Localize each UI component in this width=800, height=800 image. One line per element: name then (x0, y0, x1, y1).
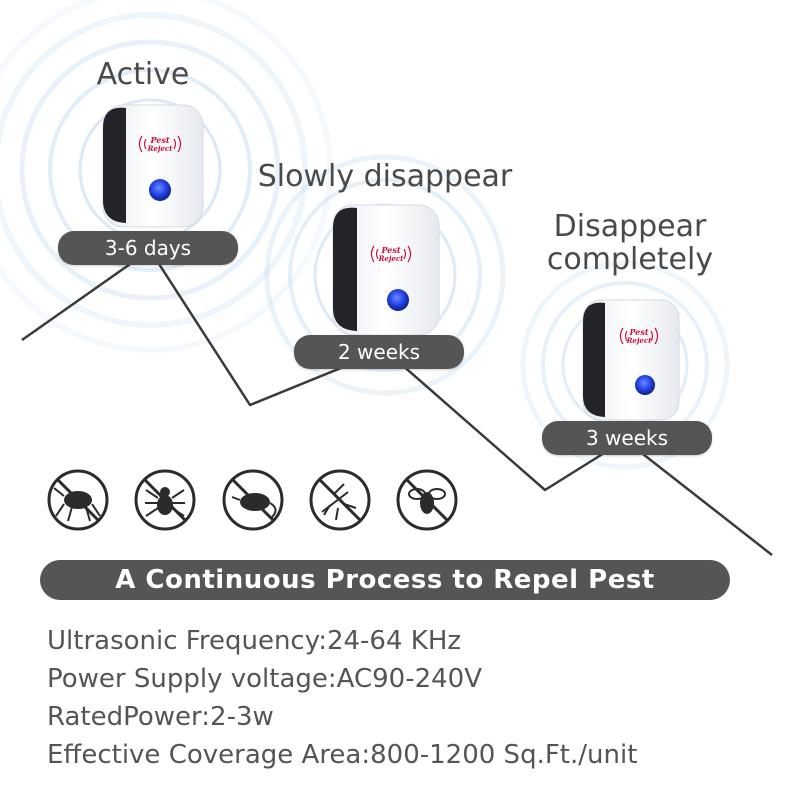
stage-2-title: Slowly disappear (257, 159, 513, 194)
svg-text:Reject: Reject (626, 336, 653, 345)
spec-voltage: Power Supply voltage:AC90-240V (47, 664, 483, 694)
process-banner: A Continuous Process to Repel Pest (40, 560, 730, 600)
device-stage-1: Pest Reject (102, 104, 204, 228)
stage-3-title-line-2: completely (546, 242, 714, 277)
duration-pill-stage-1: 3-6 days (58, 231, 238, 265)
fly-icon (396, 469, 458, 531)
spec-coverage: Effective Coverage Area:800-1200 Sq.Ft./… (47, 740, 638, 770)
svg-text:Pest: Pest (628, 327, 648, 337)
flea-icon (47, 469, 109, 531)
svg-text:Pest: Pest (149, 135, 169, 145)
sound-waves-stage-1 (0, 0, 333, 353)
stage-3-title: Disappear completely (530, 210, 730, 276)
duration-pill-stage-3: 3 weeks (542, 421, 712, 455)
spec-list: Ultrasonic Frequency:24-64 KHz Power Sup… (47, 622, 637, 774)
spider-icon (134, 469, 196, 531)
device-stage-3: Pest Reject (582, 299, 680, 421)
stage-1-title: Active (96, 57, 190, 92)
svg-text:Reject: Reject (378, 254, 405, 263)
rat-icon (222, 469, 284, 531)
stage-3-title-line-1: Disappear (553, 209, 707, 244)
spec-frequency: Ultrasonic Frequency:24-64 KHz (47, 626, 462, 656)
svg-text:Reject: Reject (147, 144, 174, 153)
mosquito-icon (309, 469, 371, 531)
spec-power: RatedPower:2-3w (47, 702, 274, 732)
device-stage-2: Pest Reject (332, 204, 440, 336)
duration-pill-stage-2: 2 weeks (294, 335, 464, 369)
svg-text:Pest: Pest (380, 245, 400, 255)
